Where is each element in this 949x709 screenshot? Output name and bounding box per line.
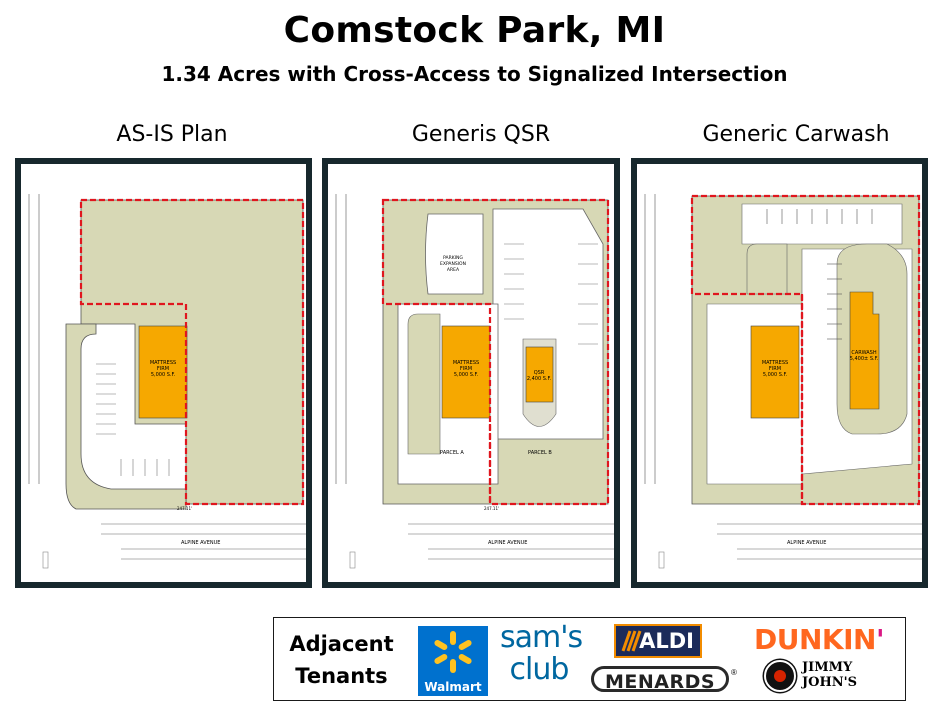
building-label-line2: FIRM — [157, 366, 169, 372]
panel-label-qsr: Generis QSR — [411, 122, 551, 147]
page-subtitle: 1.34 Acres with Cross-Access to Signaliz… — [161, 62, 788, 86]
menards-registered-mark: ® — [731, 668, 737, 677]
jimmy-johns-line1: JIMMY — [802, 660, 853, 675]
aldi-logo: ALDI — [614, 624, 702, 658]
jimmy-johns-line2: JOHN'S — [802, 675, 858, 690]
parcel-b-label: PARCEL B — [528, 450, 552, 456]
aldi-wordmark: ALDI — [639, 629, 694, 653]
site-plan-as-is-drawing: MATTRESS FIRM 5,000 S.F. ALPINE AVENUE 2… — [21, 164, 306, 582]
carwash-label-line1: CARWASH — [851, 350, 876, 356]
parcel-a-label: PARCEL A — [440, 450, 464, 456]
walmart-wordmark: Walmart — [424, 680, 482, 694]
expansion-label-line2: EXPANSION — [440, 261, 466, 267]
site-plan-as-is: MATTRESS FIRM 5,000 S.F. ALPINE AVENUE 2… — [15, 158, 312, 588]
jimmy-johns-logo: JIMMY JOHN'S — [802, 660, 872, 690]
sams-line1: sam's — [500, 620, 583, 655]
menards-logo: MENARDS — [591, 666, 729, 693]
street-label: ALPINE AVENUE — [181, 540, 220, 546]
site-plan-qsr: MATTRESS FIRM 5,000 S.F. QSR 2,400 S.F. … — [322, 158, 620, 588]
expansion-label-line3: AREA — [447, 267, 460, 273]
dunkin-wordmark: DUNKIN — [753, 623, 876, 656]
dunkin-apostrophe: ' — [875, 623, 885, 656]
building-label-line1: MATTRESS — [453, 360, 479, 366]
street-label: ALPINE AVENUE — [488, 540, 527, 546]
adjacent-tenants-box: Adjacent Tenants Walmart sam's club ALDI… — [273, 617, 906, 701]
site-plan-carwash: MATTRESS FIRM 5,000 S.F. CARWASH 5,400± … — [631, 158, 928, 588]
qsr-label-line1: QSR — [534, 370, 545, 376]
building-label-line3: 5,000 S.F. — [454, 372, 479, 378]
jimmy-johns-badge-icon — [764, 660, 796, 692]
dunkin-logo: DUNKIN' — [739, 622, 899, 658]
carwash-label-line2: 5,400± S.F. — [850, 356, 879, 362]
street-label: ALPINE AVENUE — [787, 540, 826, 546]
site-plan-carwash-drawing: MATTRESS FIRM 5,000 S.F. CARWASH 5,400± … — [637, 164, 922, 582]
building-label-line3: 5,000 S.F. — [151, 372, 176, 378]
sams-line2: club — [509, 652, 570, 687]
panel-label-carwash: Generic Carwash — [702, 122, 890, 147]
walmart-spark-icon — [434, 631, 472, 673]
walmart-logo: Walmart — [418, 626, 488, 696]
dimension-label: 247.11' — [484, 506, 499, 511]
qsr-label-line2: 2,400 S.F. — [527, 376, 552, 382]
sams-club-logo: sam's club — [500, 620, 583, 687]
tenants-label-line1: Adjacent — [289, 632, 394, 656]
building-label-line3: 5,000 S.F. — [763, 372, 788, 378]
building-label-line1: MATTRESS — [150, 360, 176, 366]
building-label-line2: FIRM — [769, 366, 781, 372]
dimension-label: 247.11' — [177, 506, 192, 511]
building-label-line1: MATTRESS — [762, 360, 788, 366]
tenants-label: Adjacent Tenants — [284, 628, 399, 692]
site-plan-qsr-drawing: MATTRESS FIRM 5,000 S.F. QSR 2,400 S.F. … — [328, 164, 614, 582]
aldi-stripes-icon — [621, 630, 642, 652]
building-label-line2: FIRM — [460, 366, 472, 372]
panel-label-as-is: AS-IS Plan — [116, 122, 228, 147]
expansion-label-line1: PARKING — [443, 255, 463, 261]
tenants-label-line2: Tenants — [295, 664, 388, 688]
page-title: Comstock Park, MI — [283, 10, 666, 51]
